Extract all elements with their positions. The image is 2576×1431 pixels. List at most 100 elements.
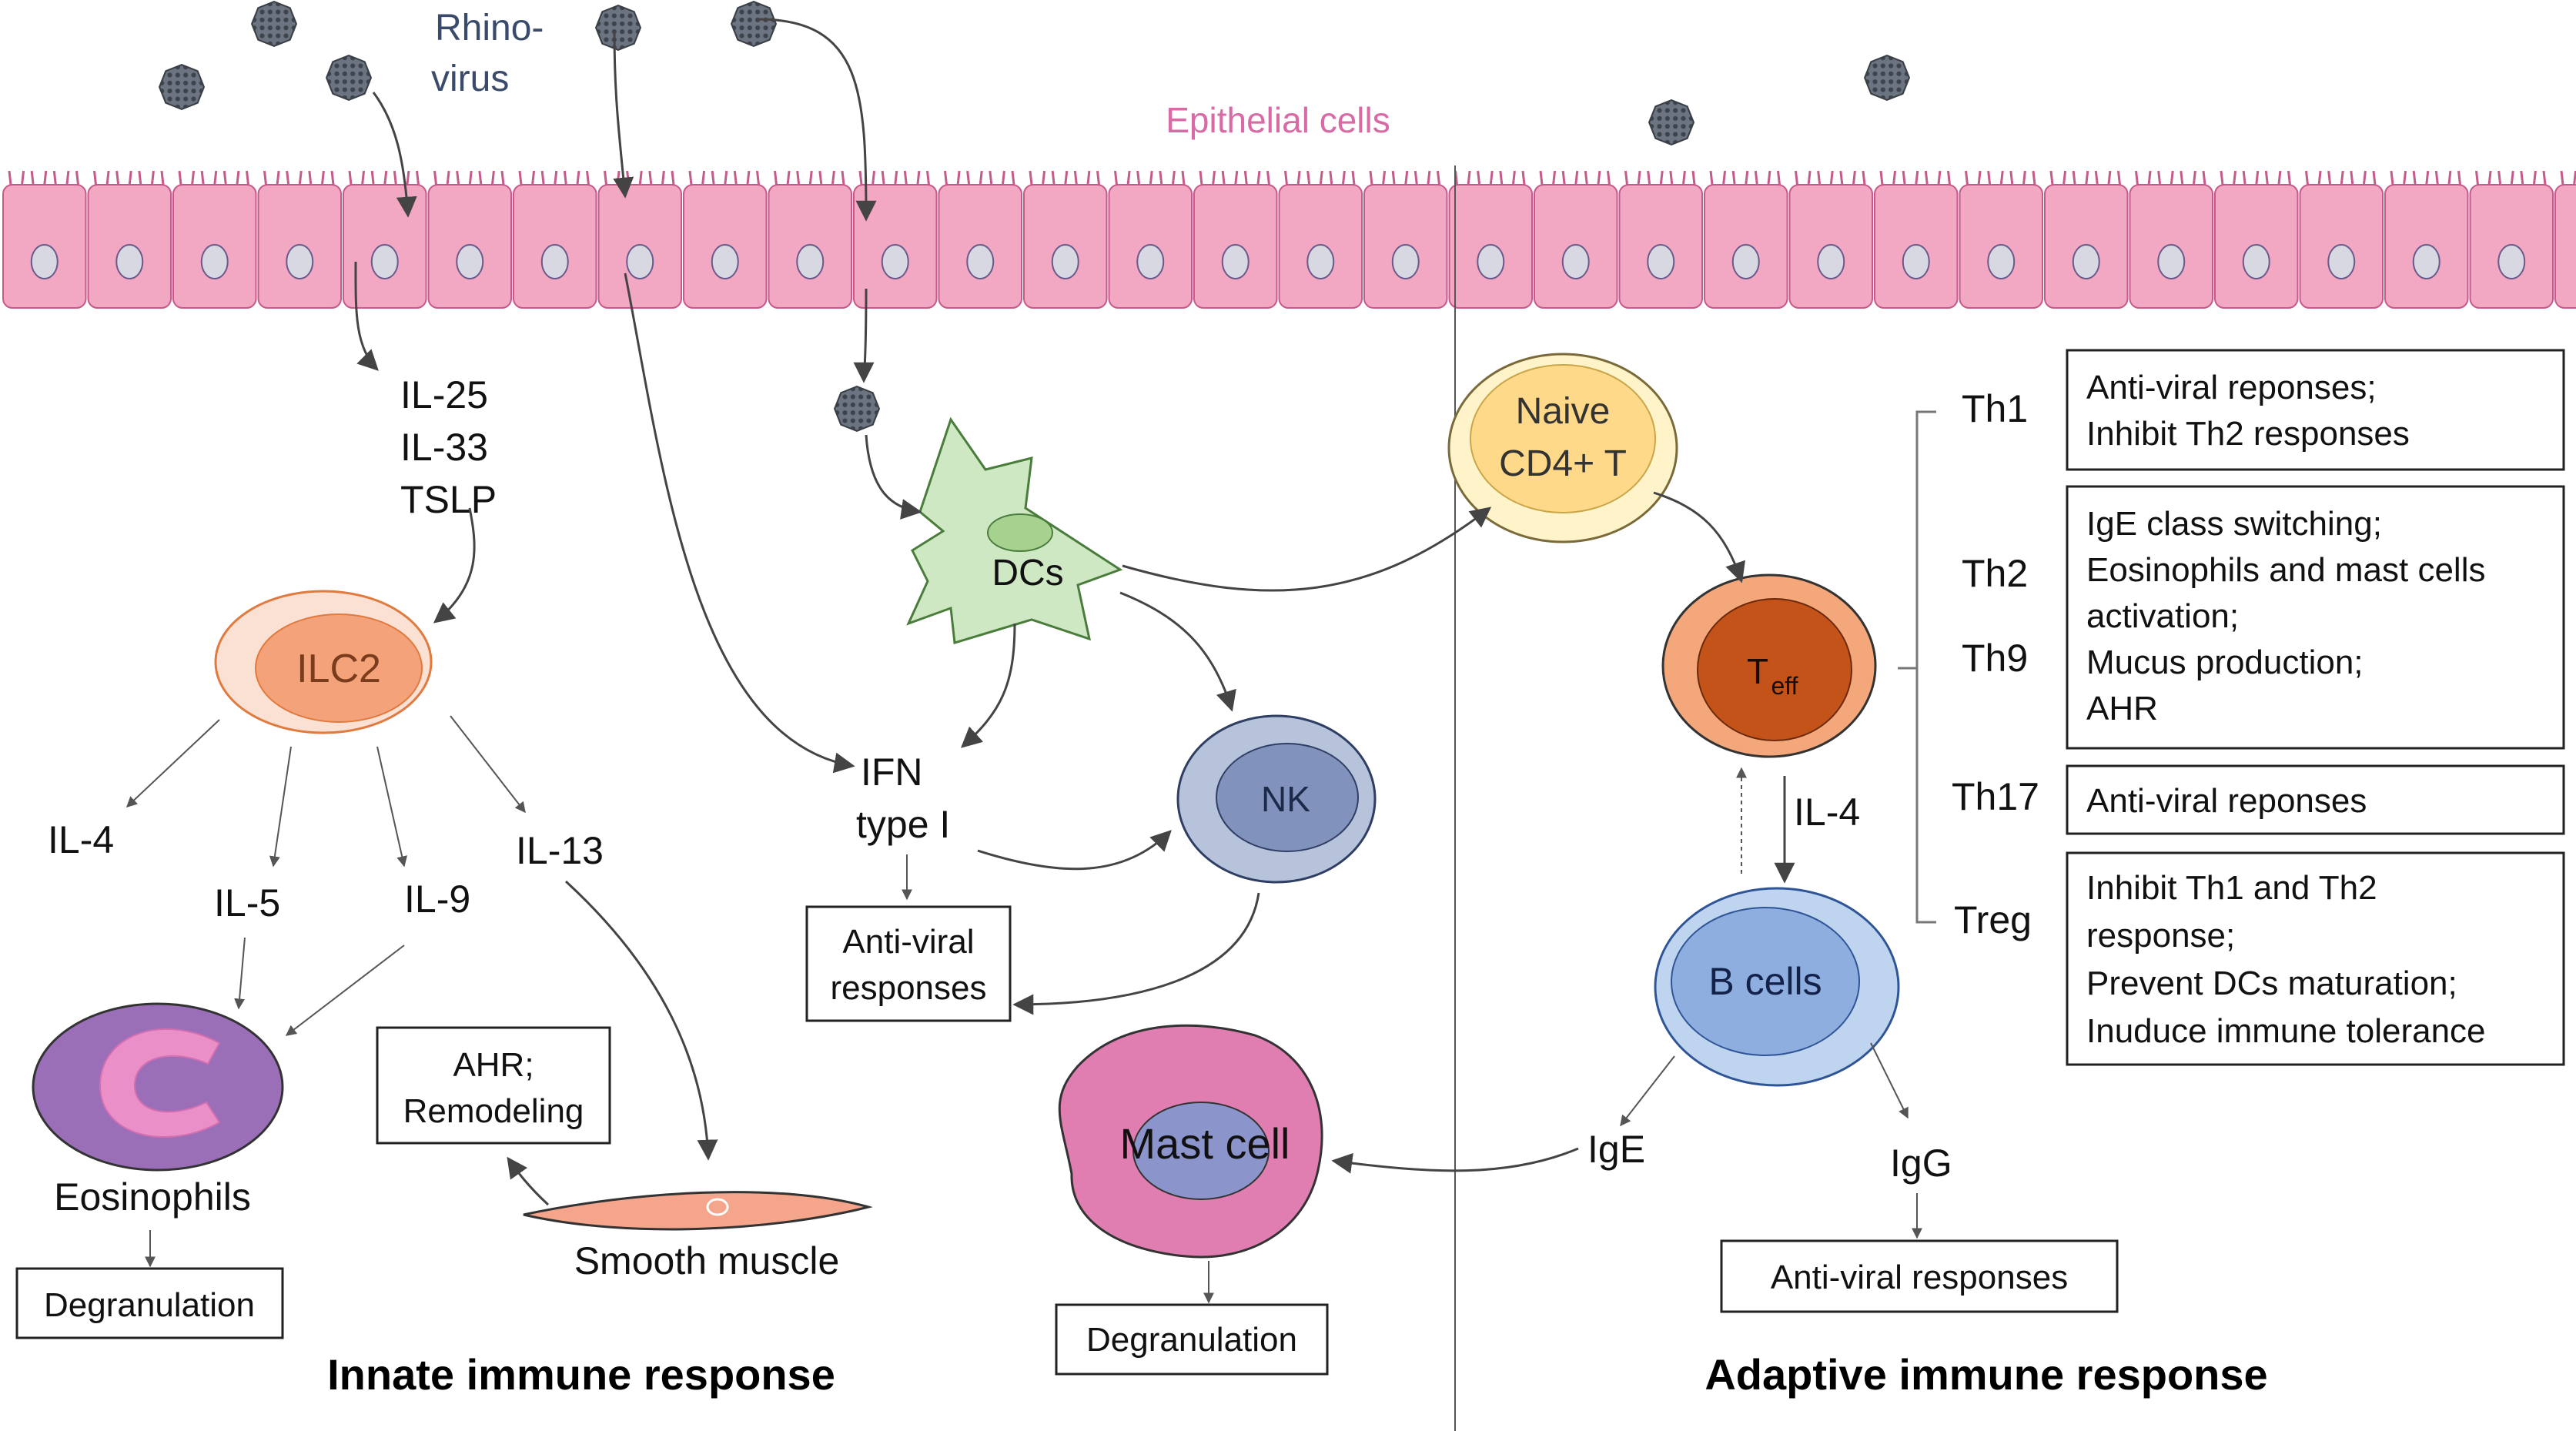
- treg-box-line3: Prevent DCs maturation;: [2086, 965, 2457, 1002]
- b-cells-label: B cells: [1708, 960, 1822, 1003]
- epithelial-cell: [1448, 170, 1533, 309]
- il4-right-label: IL-4: [1794, 791, 1860, 834]
- epithelial-cell: [2299, 170, 2384, 309]
- teff-subscript: eff: [1771, 672, 1798, 700]
- smooth-muscle-label: Smooth muscle: [574, 1239, 840, 1282]
- arrow-icon: [758, 18, 877, 222]
- th1-box-line1: Anti-viral reponses;: [2086, 369, 2377, 406]
- dendritic-cell: DCs: [906, 416, 1123, 644]
- mast-cell-label: Mast cell: [1120, 1119, 1290, 1168]
- th1-label: Th1: [1962, 387, 2028, 430]
- rhinovirus-label-line2: virus: [431, 59, 509, 99]
- epithelial-cell: [2044, 170, 2129, 309]
- virus-particle-icon: [1864, 55, 1910, 101]
- adaptive-immune-response-title: Adaptive immune response: [1705, 1350, 2267, 1399]
- epithelial-cell: [683, 170, 768, 309]
- epithelial-cell: [2384, 170, 2469, 309]
- epithelial-cell: [172, 170, 257, 309]
- virus-particle-icon: [326, 55, 372, 101]
- arrow-icon: [853, 288, 875, 383]
- virus-particle-icon: [595, 5, 641, 51]
- teff-label: T: [1747, 651, 1768, 691]
- arrow-icon: [376, 746, 408, 868]
- epithelial-cells-label: Epithelial cells: [1166, 100, 1390, 140]
- epithelial-cell: [2, 170, 87, 309]
- epithelial-cell: [1363, 170, 1448, 309]
- ahr-remodeling-box: [376, 1026, 611, 1145]
- virus-particle-icon: [731, 1, 777, 47]
- antiviral-right-text: Anti-viral responses: [1771, 1259, 2068, 1296]
- epithelial-cell: [513, 170, 597, 309]
- epithelial-cell: [2554, 170, 2576, 309]
- epithelial-cell: [2129, 170, 2213, 309]
- epithelial-cell: [1023, 170, 1108, 309]
- arrow-icon: [234, 937, 246, 1010]
- naive-cd4-t-cell: Naive CD4+ T: [1447, 353, 1678, 543]
- treg-label: Treg: [1954, 898, 2032, 941]
- arrow-icon: [372, 92, 417, 218]
- arrow-icon: [977, 830, 1172, 871]
- ilc2-label: ILC2: [296, 647, 381, 691]
- arrow-icon: [1620, 1055, 1675, 1127]
- epithelial-cell: [1193, 170, 1278, 309]
- arrow-icon: [1122, 507, 1492, 592]
- arrow-icon: [125, 719, 220, 807]
- ahr-line1: AHR;: [453, 1046, 534, 1084]
- epithelial-cell: [87, 170, 172, 309]
- il13-label: IL-13: [516, 829, 604, 872]
- epithelial-cell: [257, 170, 342, 309]
- epithelial-cell: [597, 170, 682, 309]
- virus-particle-icon: [159, 64, 205, 110]
- degranulation-left-text: Degranulation: [44, 1286, 255, 1324]
- treg-box-line2: response;: [2086, 917, 2235, 955]
- arrow-icon: [613, 30, 634, 199]
- naive-line1: Naive: [1516, 391, 1611, 432]
- arrow-icon: [433, 507, 476, 624]
- il25-label: IL-25: [400, 373, 488, 416]
- virus-particle-icon: [1648, 99, 1694, 145]
- th9-label: Th9: [1962, 637, 2028, 680]
- th2-box-line5: AHR: [2086, 690, 2158, 727]
- th17-function-box: [2066, 764, 2565, 835]
- epithelial-cell: [2214, 170, 2299, 309]
- ahr-line2: Remodeling: [403, 1092, 584, 1130]
- arrow-icon: [564, 880, 718, 1161]
- epithelial-cell: [2469, 170, 2554, 309]
- epithelial-layer: [2, 170, 2576, 309]
- epithelial-cell: [1704, 170, 1788, 309]
- epithelial-cell: [768, 170, 852, 309]
- arrow-icon: [269, 746, 292, 868]
- th2-th9-function-box: [2066, 485, 2565, 750]
- arrow-icon: [1870, 1042, 1909, 1119]
- arrow-icon: [450, 715, 526, 814]
- treg-box-line4: Inuduce immune tolerance: [2086, 1012, 2486, 1050]
- effector-t-cell: T eff: [1661, 573, 1877, 758]
- th2-box-line3: activation;: [2086, 597, 2239, 635]
- arrow-icon: [865, 434, 922, 520]
- antiviral-mid-line1: Anti-viral: [842, 923, 974, 961]
- igg-label: IgG: [1890, 1142, 1952, 1185]
- innate-immune-response-title: Innate immune response: [327, 1350, 835, 1399]
- th17-label: Th17: [1952, 775, 2039, 818]
- virus-particle-icon: [251, 1, 297, 47]
- epithelial-cell: [427, 170, 512, 309]
- th1-function-box: [2066, 349, 2565, 471]
- eosinophils-label: Eosinophils: [54, 1175, 251, 1219]
- il5-label: IL-5: [214, 881, 280, 924]
- ige-label: IgE: [1587, 1128, 1645, 1171]
- mast-cell: Mast cell: [1058, 1024, 1323, 1259]
- th2-box-line1: IgE class switching;: [2086, 505, 2382, 543]
- nk-cell: NK: [1176, 714, 1377, 884]
- arrow-icon: [960, 623, 1016, 748]
- epithelial-cell: [1108, 170, 1193, 309]
- epithelial-cell: [938, 170, 1022, 309]
- epithelial-cell: [1534, 170, 1618, 309]
- degranulation-left-box: [15, 1267, 284, 1339]
- epithelial-cell: [1959, 170, 2043, 309]
- il4-left-label: IL-4: [48, 818, 114, 861]
- naive-line2: CD4+ T: [1499, 443, 1627, 484]
- th2-box-line4: Mucus production;: [2086, 644, 2364, 681]
- th17-box-line1: Anti-viral reponses: [2086, 782, 2367, 820]
- arrow-icon: [285, 945, 405, 1036]
